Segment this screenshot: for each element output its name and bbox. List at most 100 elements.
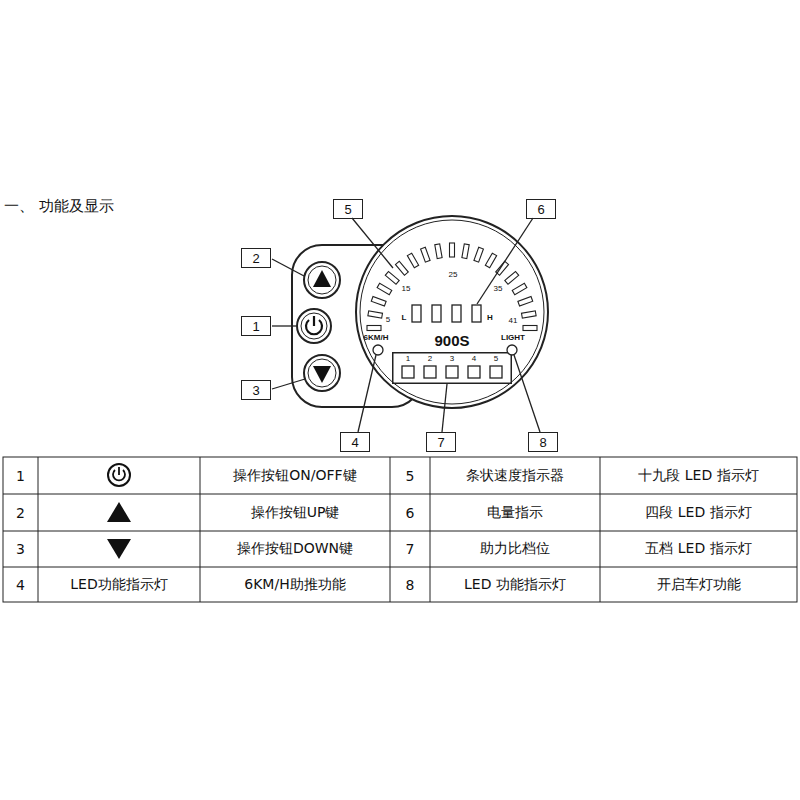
indicator-lamp xyxy=(507,345,517,355)
indicator-lamp xyxy=(373,345,383,355)
speed-segment xyxy=(395,261,408,275)
speed-segment xyxy=(368,311,383,318)
cell-text: 1 xyxy=(16,468,25,484)
display-text: 3 xyxy=(450,355,454,363)
speed-segment xyxy=(435,244,442,259)
callout-box: 7 xyxy=(426,432,456,452)
callout-number: 2 xyxy=(252,252,259,265)
up-icon xyxy=(107,502,131,522)
table-cell: 操作按钮ON/OFF键 xyxy=(200,457,390,494)
cell-text: 6 xyxy=(406,505,415,521)
table-cell: 6KM/H助推功能 xyxy=(200,567,390,602)
display-dial: 12345152535541LH900S6KM/HLIGHT xyxy=(355,215,549,409)
speed-segment xyxy=(385,271,399,284)
display-text: 6KM/H xyxy=(364,334,389,342)
cell-text: 五档 LED 指示灯 xyxy=(645,540,751,558)
battery-segment xyxy=(412,305,421,322)
battery-segment xyxy=(472,305,481,322)
cell-text: 电量指示 xyxy=(487,504,543,522)
speed-segment xyxy=(371,297,386,306)
callout-box: 3 xyxy=(241,380,271,400)
display-text: 900S xyxy=(434,333,469,348)
gear-square xyxy=(424,366,436,378)
power-button xyxy=(297,309,331,343)
cell-text: 助力比档位 xyxy=(480,540,550,558)
table-cell: 8 xyxy=(390,567,430,602)
speed-segment xyxy=(496,261,509,275)
callout-box: 6 xyxy=(526,199,556,219)
cell-text: 7 xyxy=(406,541,415,557)
table-cell: 条状速度指示器 xyxy=(430,457,600,494)
cell-text: 2 xyxy=(16,505,25,521)
speed-segment xyxy=(523,326,537,331)
speed-segment xyxy=(407,253,418,268)
gear-box: 12345 xyxy=(392,352,512,384)
display-text: H xyxy=(487,314,493,322)
cell-text: 4 xyxy=(16,577,25,593)
callout-box: 5 xyxy=(333,199,363,219)
cell-text: 条状速度指示器 xyxy=(466,467,564,485)
speed-segment xyxy=(485,253,496,268)
down-icon xyxy=(107,539,131,559)
cell-text: 3 xyxy=(16,541,25,557)
callout-number: 6 xyxy=(537,203,544,216)
table-cell: 7 xyxy=(390,531,430,567)
callout-number: 4 xyxy=(351,436,358,449)
gear-square xyxy=(446,366,458,378)
speed-segment xyxy=(377,283,392,294)
gear-square xyxy=(402,366,414,378)
gear-square xyxy=(468,366,480,378)
table-cell: 四段 LED 指示灯 xyxy=(600,494,797,531)
table-cell: 3 xyxy=(3,531,38,567)
table-cell: LED 功能指示灯 xyxy=(430,567,600,602)
cell-text: 8 xyxy=(406,577,415,593)
speed-segment xyxy=(367,326,381,331)
display-text: 35 xyxy=(494,285,503,293)
battery-segment xyxy=(452,305,461,322)
callout-box: 4 xyxy=(340,432,370,452)
table-cell: 助力比档位 xyxy=(430,531,600,567)
speed-segment xyxy=(512,283,527,294)
cell-text: 6KM/H助推功能 xyxy=(244,576,345,594)
section-title: 一、 功能及显示 xyxy=(4,197,114,216)
table-cell: 4 xyxy=(3,567,38,602)
display-text: LIGHT xyxy=(501,334,525,342)
table-cell: 十九段 LED 指示灯 xyxy=(600,457,797,494)
cell-text: 十九段 LED 指示灯 xyxy=(638,467,758,485)
table-cell: 5 xyxy=(390,457,430,494)
display-text: 4 xyxy=(472,355,476,363)
gear-square xyxy=(490,366,502,378)
callout-number: 5 xyxy=(344,203,351,216)
dial-outline xyxy=(355,215,549,409)
cell-text: 开启车灯功能 xyxy=(657,576,741,594)
cell-text: 四段 LED 指示灯 xyxy=(645,504,751,522)
table-grid xyxy=(3,457,797,602)
display-text: 1 xyxy=(406,355,410,363)
table-cell: 五档 LED 指示灯 xyxy=(600,531,797,567)
display-text: 25 xyxy=(449,271,458,279)
cell-text: LED功能指示灯 xyxy=(70,576,167,594)
speed-segment xyxy=(421,247,430,262)
display-text: 5 xyxy=(386,316,390,324)
callout-box: 1 xyxy=(241,316,271,336)
display-text: 2 xyxy=(428,355,432,363)
table-cell: 操作按钮DOWN键 xyxy=(200,531,390,567)
table-cell: 1 xyxy=(3,457,38,494)
battery-segment xyxy=(432,305,441,322)
display-text: L xyxy=(402,314,407,322)
leader-line xyxy=(358,355,376,432)
leader-line xyxy=(442,384,447,432)
display-internals xyxy=(367,243,537,378)
callout-number: 8 xyxy=(539,436,546,449)
down-button xyxy=(304,355,340,391)
leader-line xyxy=(477,218,533,304)
speed-segment xyxy=(462,244,469,259)
callout-box: 8 xyxy=(528,432,558,452)
display-text: 41 xyxy=(509,317,518,325)
leader-lines xyxy=(272,259,305,389)
cell-text: 5 xyxy=(406,468,415,484)
